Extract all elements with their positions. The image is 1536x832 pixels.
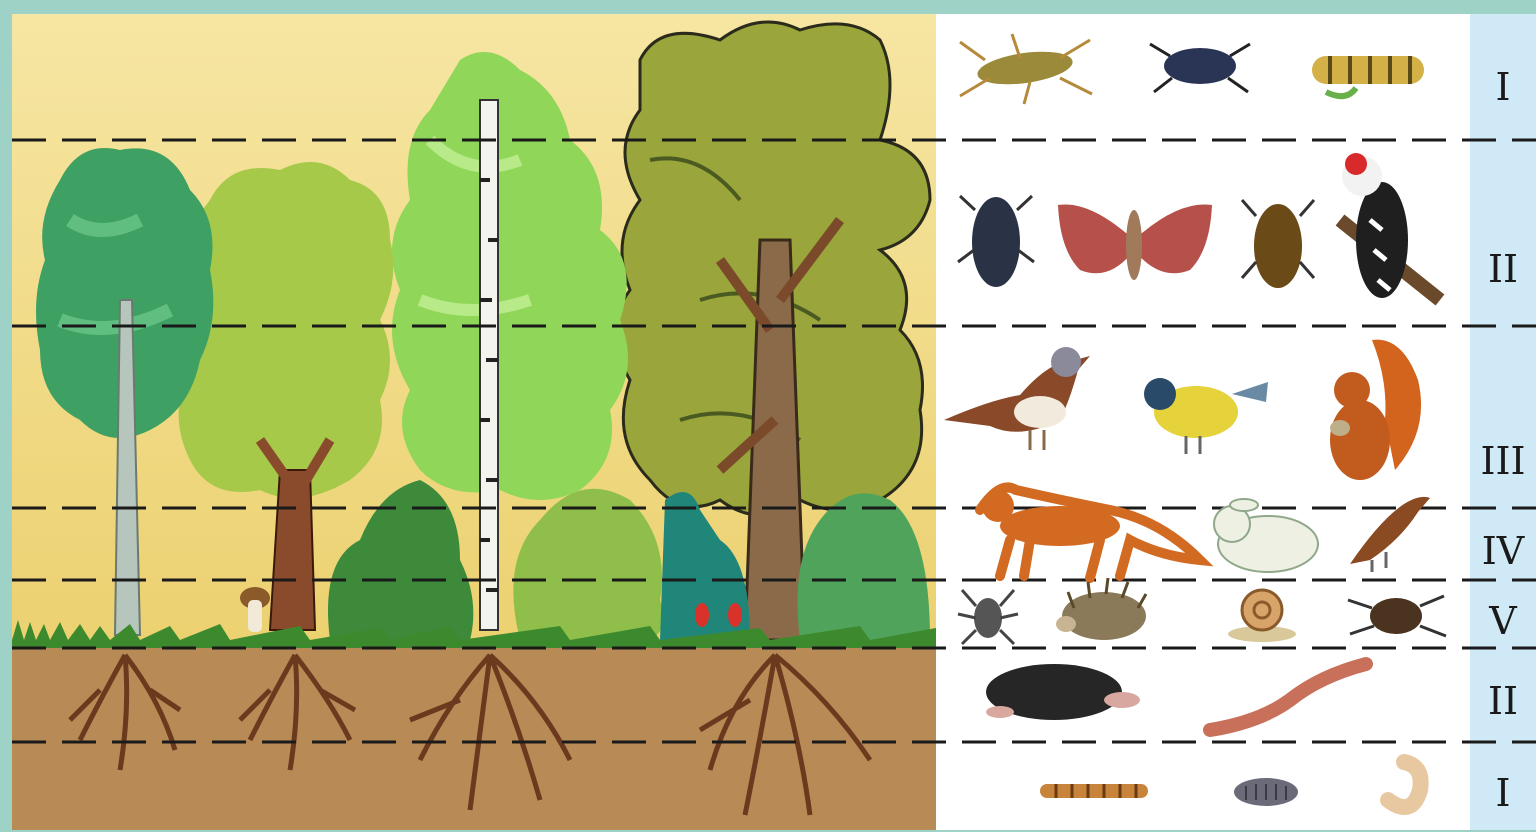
wireworm-icon xyxy=(1040,784,1148,798)
woodlouse-icon xyxy=(1234,778,1298,806)
layer-label: II xyxy=(1488,247,1518,291)
layer-label: I xyxy=(1495,65,1510,109)
layer-label: II xyxy=(1488,679,1518,723)
layer-label: V xyxy=(1488,599,1517,643)
shrubs xyxy=(328,480,930,640)
layer-label: I xyxy=(1495,771,1510,815)
layer-label: III xyxy=(1480,439,1525,483)
layer-label: IV xyxy=(1482,529,1525,573)
forest-scene xyxy=(12,14,936,830)
moth-icon xyxy=(1058,204,1212,280)
